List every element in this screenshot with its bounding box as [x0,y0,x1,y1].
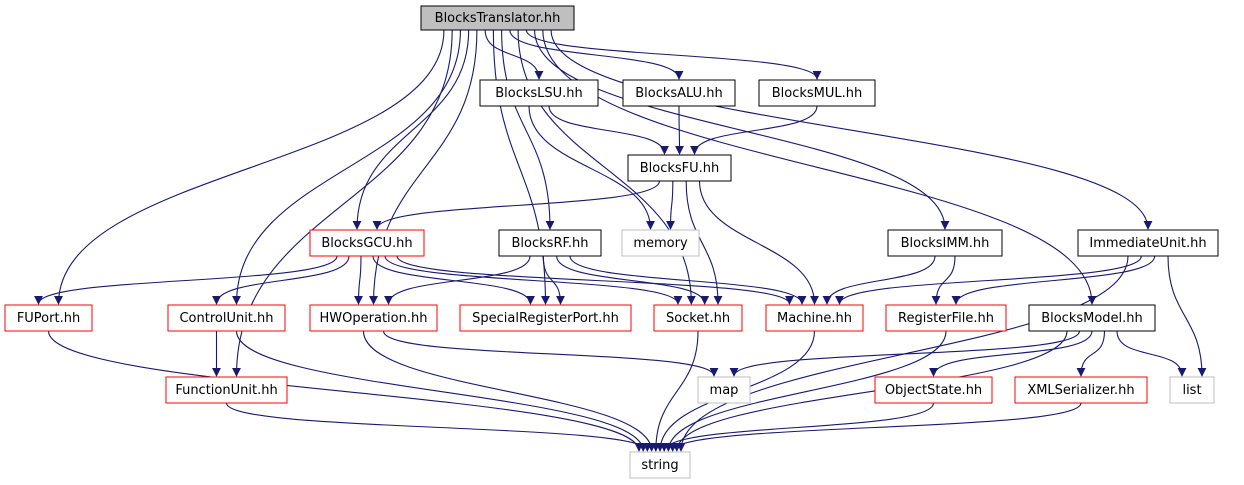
edge-blocks-fu-to-machine [698,180,819,305]
node-fu-port[interactable]: FUPort.hh [4,304,93,332]
edge-blocks-model-to-string [672,330,1068,452]
node-string[interactable]: string [629,451,691,479]
edge-blocks-gcu-to-special-register-port [372,255,535,305]
node-label: ImmediateUnit.hh [1089,236,1206,251]
edge-blocks-translator-to-blocks-gcu [352,29,470,230]
node-label: XMLSerializer.hh [1027,383,1134,398]
node-label: Socket.hh [666,311,730,326]
node-function-unit[interactable]: FunctionUnit.hh [165,376,288,404]
node-special-register-port[interactable]: SpecialRegisterPort.hh [459,304,632,332]
edge-control-unit-to-string [235,330,648,452]
node-object-state[interactable]: ObjectState.hh [874,376,993,404]
edge-blocks-gcu-to-fu-port [34,255,338,305]
node-label: BlocksGCU.hh [321,236,412,251]
edge-blocks-translator-to-blocks-lsu [484,29,544,80]
node-blocks-rf[interactable]: BlocksRF.hh [498,229,602,257]
node-control-unit[interactable]: ControlUnit.hh [167,304,286,332]
node-label: RegisterFile.hh [898,311,994,326]
node-label: ObjectState.hh [885,383,982,398]
edge-blocks-fu-to-blocks-gcu [372,180,661,230]
edge-immediate-unit-to-register-file [951,255,1156,305]
edge-blocks-fu-to-memory [666,180,676,230]
node-label: BlocksIMM.hh [901,236,990,251]
node-xml-serializer[interactable]: XMLSerializer.hh [1014,376,1148,404]
node-label: string [641,458,678,473]
node-blocks-alu[interactable]: BlocksALU.hh [622,79,736,107]
node-label: BlocksLSU.hh [495,86,583,101]
edge-xml-serializer-to-string [668,402,1082,452]
node-memory[interactable]: memory [621,229,700,257]
node-label: BlocksTranslator.hh [435,11,561,26]
node-label: BlocksFU.hh [640,161,720,176]
edge-blocks-translator-to-blocks-mul [525,29,822,80]
node-socket[interactable]: Socket.hh [653,304,743,332]
edge-hw-operation-to-map [382,330,719,377]
node-label: HWOperation.hh [320,311,428,326]
node-blocks-imm[interactable]: BlocksIMM.hh [887,229,1003,257]
edge-blocks-rf-to-hw-operation [384,255,531,305]
edge-blocks-gcu-to-control-unit [212,255,350,305]
edge-blocks-rf-to-socket [556,255,710,305]
node-label: FUPort.hh [17,311,80,326]
edge-blocks-rf-to-special-register-port [542,255,565,305]
node-label: list [1182,383,1201,398]
edge-hw-operation-to-string [362,330,657,452]
edge-blocks-model-to-xml-serializer [1076,330,1106,377]
edge-object-state-to-string [659,402,935,452]
edge-blocks-imm-to-machine [822,255,936,305]
node-blocks-fu[interactable]: BlocksFU.hh [627,154,732,182]
edge-blocks-gcu-to-socket [384,255,683,305]
edges [34,29,1207,452]
edge-blocks-lsu-to-blocks-fu [548,105,669,155]
edge-blocks-mul-to-blocks-fu [690,105,818,155]
node-label: memory [633,236,688,251]
edge-socket-to-string [651,330,699,452]
node-blocks-gcu[interactable]: BlocksGCU.hh [309,229,425,257]
edge-blocks-imm-to-register-file [931,255,956,305]
node-label: SpecialRegisterPort.hh [472,311,619,326]
edge-blocks-rf-to-machine [569,255,807,305]
node-immediate-unit[interactable]: ImmediateUnit.hh [1077,229,1219,257]
edge-fu-port-to-string [47,330,644,452]
node-hw-operation[interactable]: HWOperation.hh [309,304,438,332]
edge-blocks-translator-to-control-unit [232,29,461,305]
node-blocks-mul[interactable]: BlocksMUL.hh [758,79,876,107]
edge-blocks-model-to-map [729,330,1081,377]
node-machine[interactable]: Machine.hh [765,304,864,332]
edge-blocks-translator-to-blocks-alu [509,29,684,80]
node-blocks-lsu[interactable]: BlocksLSU.hh [479,79,599,107]
node-list[interactable]: list [1169,376,1215,404]
node-label: BlocksRF.hh [512,236,589,251]
edge-function-unit-to-string [225,402,652,452]
node-label: BlocksALU.hh [635,86,723,101]
node-label: FunctionUnit.hh [175,383,277,398]
edge-immediate-unit-to-list [1167,255,1207,377]
edge-blocks-lsu-to-memory [528,105,655,230]
node-register-file[interactable]: RegisterFile.hh [885,304,1007,332]
node-blocks-translator[interactable]: BlocksTranslator.hh [420,5,575,31]
node-blocks-model[interactable]: BlocksModel.hh [1028,304,1156,332]
edge-blocks-fu-to-socket [685,180,723,305]
nodes: BlocksTranslator.hh BlocksLSU.hh BlocksA… [4,5,1219,479]
edge-blocks-model-to-list [1116,330,1187,377]
node-label: BlocksModel.hh [1041,311,1143,326]
edge-blocks-translator-to-immediate-unit [550,29,1153,230]
edge-blocks-translator-to-blocks-model [542,29,1097,305]
edge-blocks-alu-to-blocks-fu [674,105,684,155]
edge-blocks-model-to-object-state [929,330,1093,377]
edge-blocks-translator-to-fu-port [54,29,445,305]
edge-blocks-gcu-to-hw-operation [354,255,364,305]
node-label: BlocksMUL.hh [772,86,863,101]
edge-blocks-translator-to-blocks-rf [501,29,555,230]
node-label: Machine.hh [777,311,852,326]
node-label: ControlUnit.hh [179,311,273,326]
edge-blocks-gcu-to-machine [396,255,794,305]
node-map[interactable]: map [697,376,751,404]
node-label: map [710,383,739,398]
